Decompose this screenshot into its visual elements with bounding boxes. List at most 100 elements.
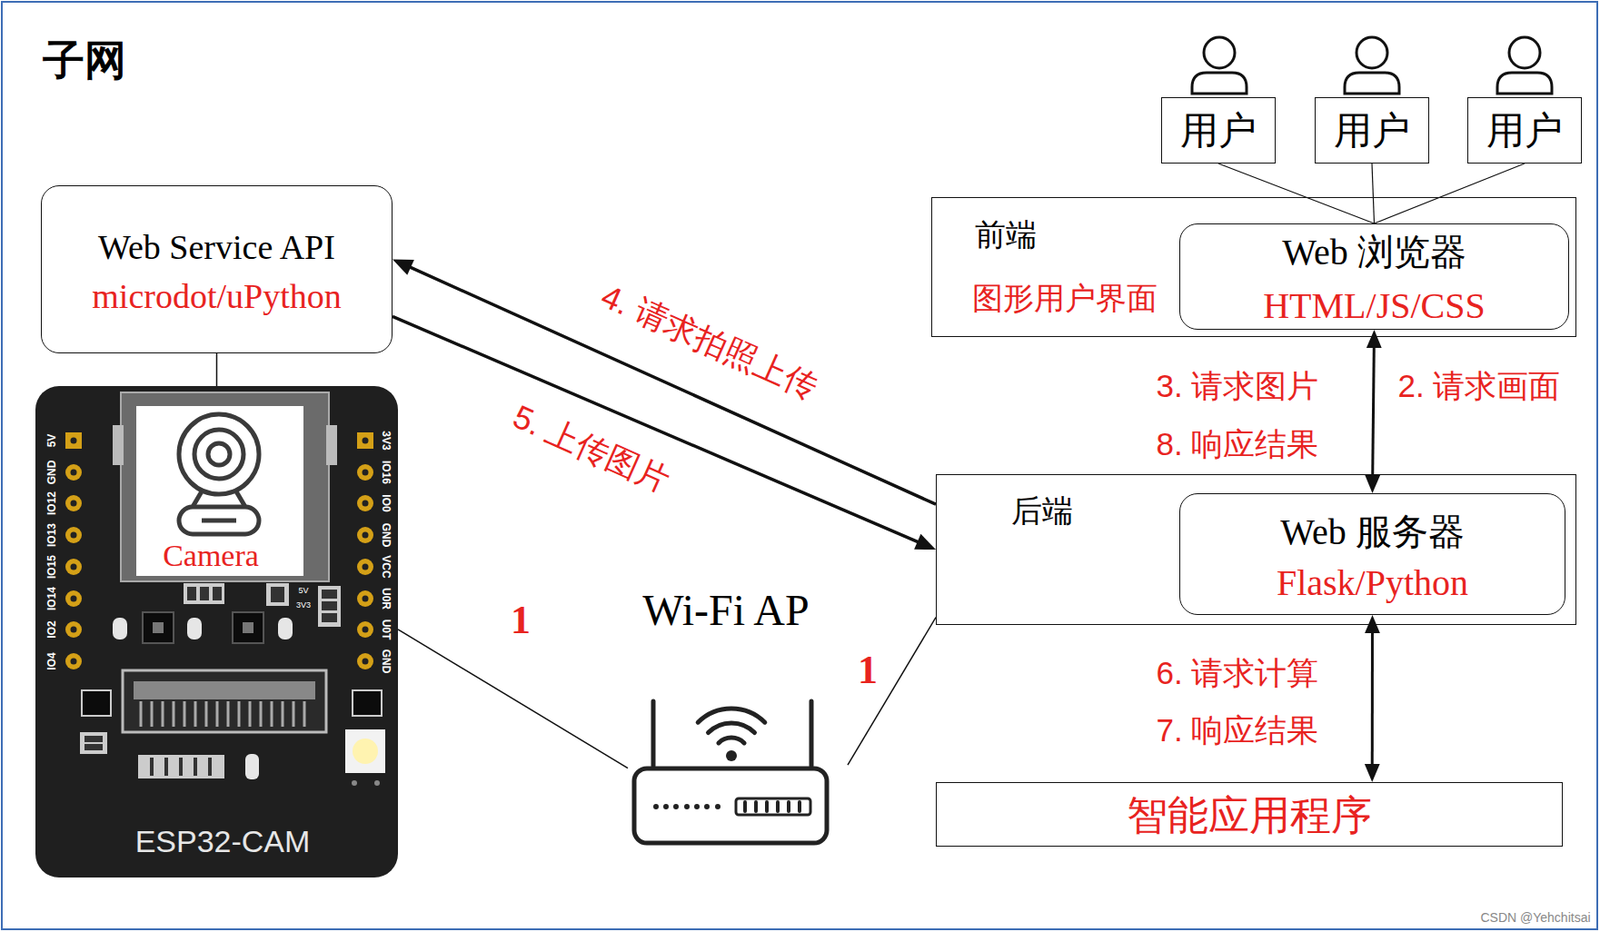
board-components	[232, 612, 264, 644]
user-icon	[1497, 72, 1552, 94]
router-icon	[809, 701, 815, 766]
router-icon	[718, 737, 745, 744]
api-box: Web Service APImicrodot/uPython	[40, 185, 393, 354]
camera-icon	[201, 518, 237, 524]
node-text: Web 浏览器	[1281, 231, 1466, 274]
camera-icon	[194, 429, 244, 479]
pin-hole	[70, 437, 369, 666]
node-text: 用户	[1333, 109, 1411, 153]
node-text: 前端	[974, 217, 1037, 253]
node-text: 用户	[1180, 109, 1257, 153]
camera-icon	[208, 443, 230, 466]
pin-label: IO12	[46, 491, 60, 516]
pin-hole	[362, 596, 369, 603]
esp32-cam-board	[136, 406, 304, 577]
pin-hole	[70, 564, 78, 571]
pin-label: GND	[378, 523, 392, 548]
step-label: 8. 响应结果	[1156, 426, 1320, 463]
node-text: 智能应用程序	[1126, 792, 1372, 840]
esp32-cam-board	[112, 425, 124, 466]
pin-hole	[362, 532, 369, 539]
connector-line	[216, 353, 219, 387]
board-components	[266, 583, 289, 607]
user-box: 用户	[1314, 97, 1430, 164]
user-link	[1374, 163, 1526, 224]
pin-label: IO0	[378, 495, 392, 513]
pin-hole	[362, 469, 369, 477]
step-label: 7. 响应结果	[1156, 712, 1320, 749]
user-icon	[1192, 72, 1247, 94]
edge-label: 6. 请求计算	[1153, 655, 1322, 692]
node-text: 图形用户界面	[972, 280, 1158, 317]
node-text: Web Service API	[98, 228, 336, 269]
pin-label: IO15	[46, 555, 60, 579]
board-components	[84, 744, 103, 751]
pin-hole	[362, 658, 369, 666]
pin-hole	[362, 564, 369, 571]
node-text: Wi-Fi AP	[642, 585, 809, 636]
node-text: 用户	[1486, 109, 1563, 153]
node-text: Web 服务器	[1280, 511, 1464, 554]
arrow-head	[914, 534, 936, 550]
pin-label: GND	[46, 459, 60, 485]
board-components	[245, 754, 259, 780]
user-icon	[1192, 37, 1552, 94]
pin-label: IO2	[46, 621, 60, 639]
wifi-link	[847, 617, 936, 766]
user-box: 用户	[1161, 97, 1276, 164]
connector-line	[1218, 163, 1375, 224]
pin-label: VCC	[378, 555, 392, 578]
board-components	[138, 755, 225, 779]
pin-label: IO13	[46, 523, 60, 547]
pin-hole	[65, 621, 82, 638]
pin-hole	[70, 500, 78, 507]
pin-hole	[70, 658, 78, 666]
pin-label: 3V3	[378, 430, 392, 450]
pin-hole	[65, 495, 82, 512]
router-icon	[684, 804, 690, 810]
router-icon	[704, 804, 710, 810]
board-components	[321, 613, 338, 623]
board-components	[242, 622, 254, 634]
router-icon	[745, 802, 800, 812]
board-components	[140, 701, 305, 727]
pin-label: IO14	[46, 586, 60, 610]
user-link	[1371, 163, 1375, 224]
board-components	[183, 583, 225, 605]
board-components	[152, 622, 164, 634]
camera-icon	[192, 491, 246, 507]
backend-band: 后端Web 服务器Flask/Python	[935, 474, 1577, 626]
pin-hole	[362, 500, 369, 507]
pin-hole	[65, 464, 82, 481]
pin-hole	[357, 558, 374, 576]
arrow-head	[1364, 475, 1381, 494]
router-icon	[651, 701, 656, 766]
edge-label: 4. 请求拍照上传	[593, 276, 826, 408]
router-icon	[735, 798, 811, 815]
pin-hole	[70, 437, 78, 445]
router-icon	[697, 708, 766, 723]
board-components	[351, 780, 358, 786]
pin-hole	[357, 621, 374, 638]
board-components	[321, 589, 338, 599]
edge-label: 5. 上传图片	[505, 396, 678, 501]
request-arrow	[392, 258, 936, 505]
pin-hole	[357, 526, 374, 544]
router-icon	[634, 768, 827, 844]
pin-hole	[70, 626, 78, 634]
connector-line	[1371, 163, 1375, 224]
pin-hole	[70, 596, 78, 603]
board-components	[212, 586, 222, 601]
pin-hole	[357, 464, 374, 481]
connector-line	[392, 316, 922, 544]
wifi-router: Wi-Fi AP	[627, 694, 848, 849]
compute-arrow	[1364, 615, 1381, 783]
user-link	[1218, 163, 1375, 224]
connector-line	[407, 266, 936, 506]
user-box: 用户	[1467, 97, 1582, 164]
pin-label: IO16	[378, 460, 392, 485]
pin-label: U0T	[378, 619, 392, 641]
browser-box: Web 浏览器HTML/JS/CSS	[1179, 223, 1570, 330]
board-components	[133, 681, 316, 700]
